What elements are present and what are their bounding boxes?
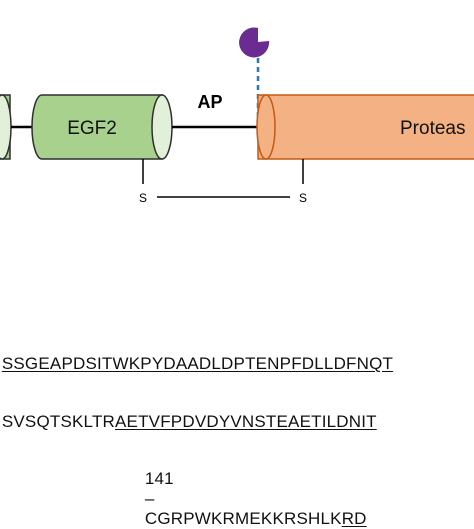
sequence-line-3-number: 141 bbox=[144, 469, 174, 488]
sequence-line-2: SVSQTSKLTRAETVFPDVDYVNSTEAETILDNIT bbox=[0, 392, 377, 432]
sequence-line-1: SSGEAPDSITWKPYDAADLDPTENPFDLLDFNQT bbox=[0, 334, 393, 374]
glycan-icon bbox=[239, 27, 270, 58]
sequence-line-3-dash: – bbox=[144, 489, 155, 508]
protease-domain: Proteas bbox=[256, 94, 474, 160]
sequence-line-1-text: SSGEAPDSITWKPYDAADLDPTENPFDLLDFNQT bbox=[1, 354, 394, 373]
sequence-line-3: 141 – CGRPWKRMEKKRSHLKRD bbox=[135, 449, 367, 529]
egf2-domain: EGF2 bbox=[31, 94, 173, 160]
disulfide-s-left: S bbox=[139, 191, 147, 205]
egf2-label: EGF2 bbox=[67, 118, 117, 139]
sequence-line-3-underlined: RD bbox=[341, 509, 367, 528]
disulfide-bond: S S bbox=[139, 159, 307, 205]
domain-diagram: EGF2 AP Proteas S S bbox=[0, 27, 474, 205]
sequence-line-2-plain: SVSQTSKLTR bbox=[1, 412, 116, 431]
ap-label: AP bbox=[197, 92, 222, 112]
sequence-line-2-underlined: AETVFPDVDYVNSTEAETILDNIT bbox=[115, 412, 377, 431]
egf1-domain-partial bbox=[0, 94, 12, 160]
disulfide-s-right: S bbox=[299, 191, 307, 205]
sequence-line-3-plain: CGRPWKRMEKKRSHLK bbox=[144, 509, 342, 528]
protease-label: Proteas bbox=[400, 118, 465, 139]
